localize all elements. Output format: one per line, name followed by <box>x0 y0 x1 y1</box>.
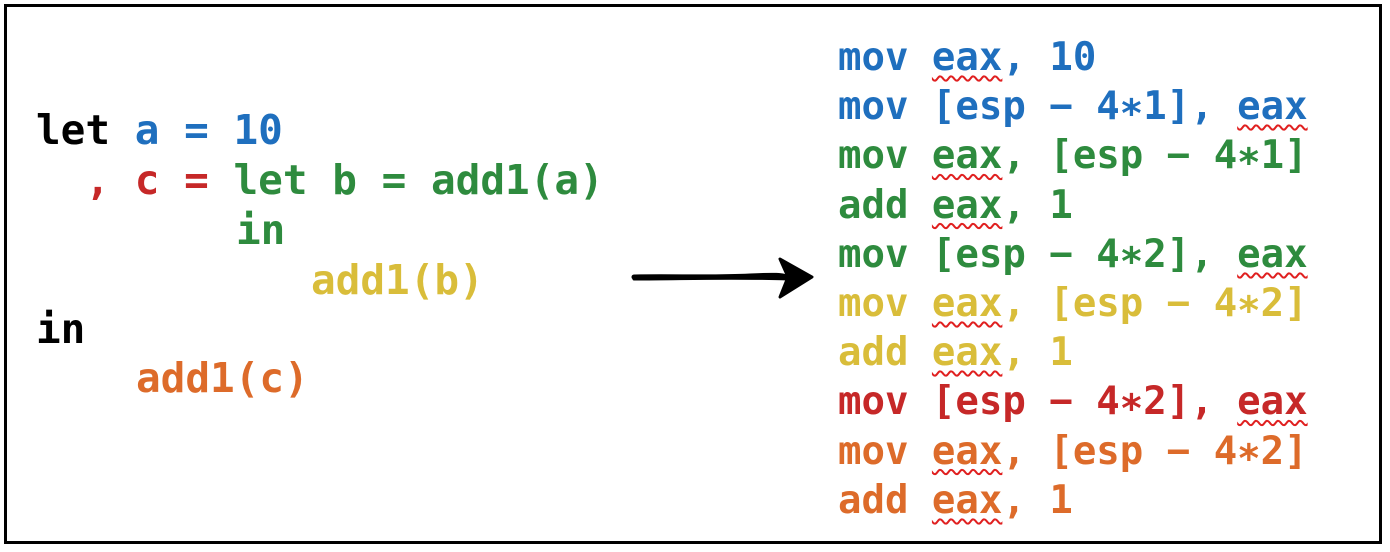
asm-line: mov eax, [esp − 4∗2] <box>838 284 1308 323</box>
asm-register: eax <box>1237 84 1308 130</box>
asm-operand: [esp − 4∗2], <box>931 379 1238 425</box>
in-keyword: in <box>36 305 86 353</box>
asm-register: eax <box>1237 379 1308 425</box>
asm-line: mov eax, [esp − 4∗1] <box>838 136 1308 175</box>
asm-register: eax <box>1237 231 1308 277</box>
source-line-2: , c = let b = add1(a) <box>36 160 603 201</box>
asm-opcode: mov <box>838 133 932 179</box>
asm-opcode: add <box>838 182 932 228</box>
asm-line: mov [esp − 4∗2], eax <box>838 235 1308 274</box>
asm-line: mov [esp − 4∗1], eax <box>838 87 1308 126</box>
right-arrow-icon <box>631 257 814 299</box>
binding-a: a = 10 <box>134 106 283 154</box>
asm-line: mov [esp − 4∗2], eax <box>838 382 1308 421</box>
asm-register: eax <box>931 133 1003 179</box>
asm-line: add eax, 1 <box>838 186 1073 225</box>
asm-opcode: add <box>838 330 932 376</box>
binding-c: c = <box>134 156 209 204</box>
asm-operand: , 1 <box>1002 330 1073 376</box>
asm-register: eax <box>931 35 1003 80</box>
asm-operand: , [esp − 4∗2] <box>1002 428 1308 474</box>
asm-operand: , [esp − 4∗2] <box>1002 281 1308 326</box>
inner-in-keyword: in <box>236 206 286 254</box>
asm-opcode: mov <box>838 231 932 277</box>
asm-operand: [esp − 4∗1], <box>931 84 1238 130</box>
source-line-5: in <box>36 309 85 350</box>
asm-operand: , 10 <box>1002 35 1097 80</box>
body-expr: add1(c) <box>136 354 309 402</box>
asm-operand: [esp − 4∗2], <box>931 231 1238 277</box>
asm-opcode: mov <box>838 379 932 425</box>
asm-register: eax <box>931 182 1003 228</box>
let-keyword: let <box>36 106 111 154</box>
asm-opcode: mov <box>838 428 932 474</box>
asm-register: eax <box>931 330 1003 376</box>
asm-line: mov eax, 10 <box>838 38 1096 77</box>
asm-operand: , [esp − 4∗1] <box>1002 133 1308 179</box>
asm-line: mov eax, [esp − 4∗2] <box>838 432 1308 471</box>
source-line-6: add1(c) <box>136 358 309 399</box>
asm-operand: , 1 <box>1002 477 1073 523</box>
asm-opcode: add <box>838 477 932 523</box>
asm-register: eax <box>931 281 1003 326</box>
asm-line: add eax, 1 <box>838 333 1073 372</box>
source-line-1: let a = 10 <box>36 110 283 151</box>
inner-let-binding: let b = add1(a) <box>233 156 604 204</box>
source-line-4: add1(b) <box>311 260 484 301</box>
asm-operand: , 1 <box>1002 182 1073 228</box>
asm-opcode: mov <box>838 35 932 80</box>
inner-body-expr: add1(b) <box>311 256 484 304</box>
source-line-3: in <box>236 210 285 251</box>
asm-line: add eax, 1 <box>838 481 1073 520</box>
asm-register: eax <box>931 428 1003 474</box>
asm-opcode: mov <box>838 84 932 130</box>
asm-register: eax <box>931 477 1003 523</box>
binding-comma: , <box>85 156 111 204</box>
asm-opcode: mov <box>838 281 932 326</box>
diagram-frame <box>4 4 1382 544</box>
